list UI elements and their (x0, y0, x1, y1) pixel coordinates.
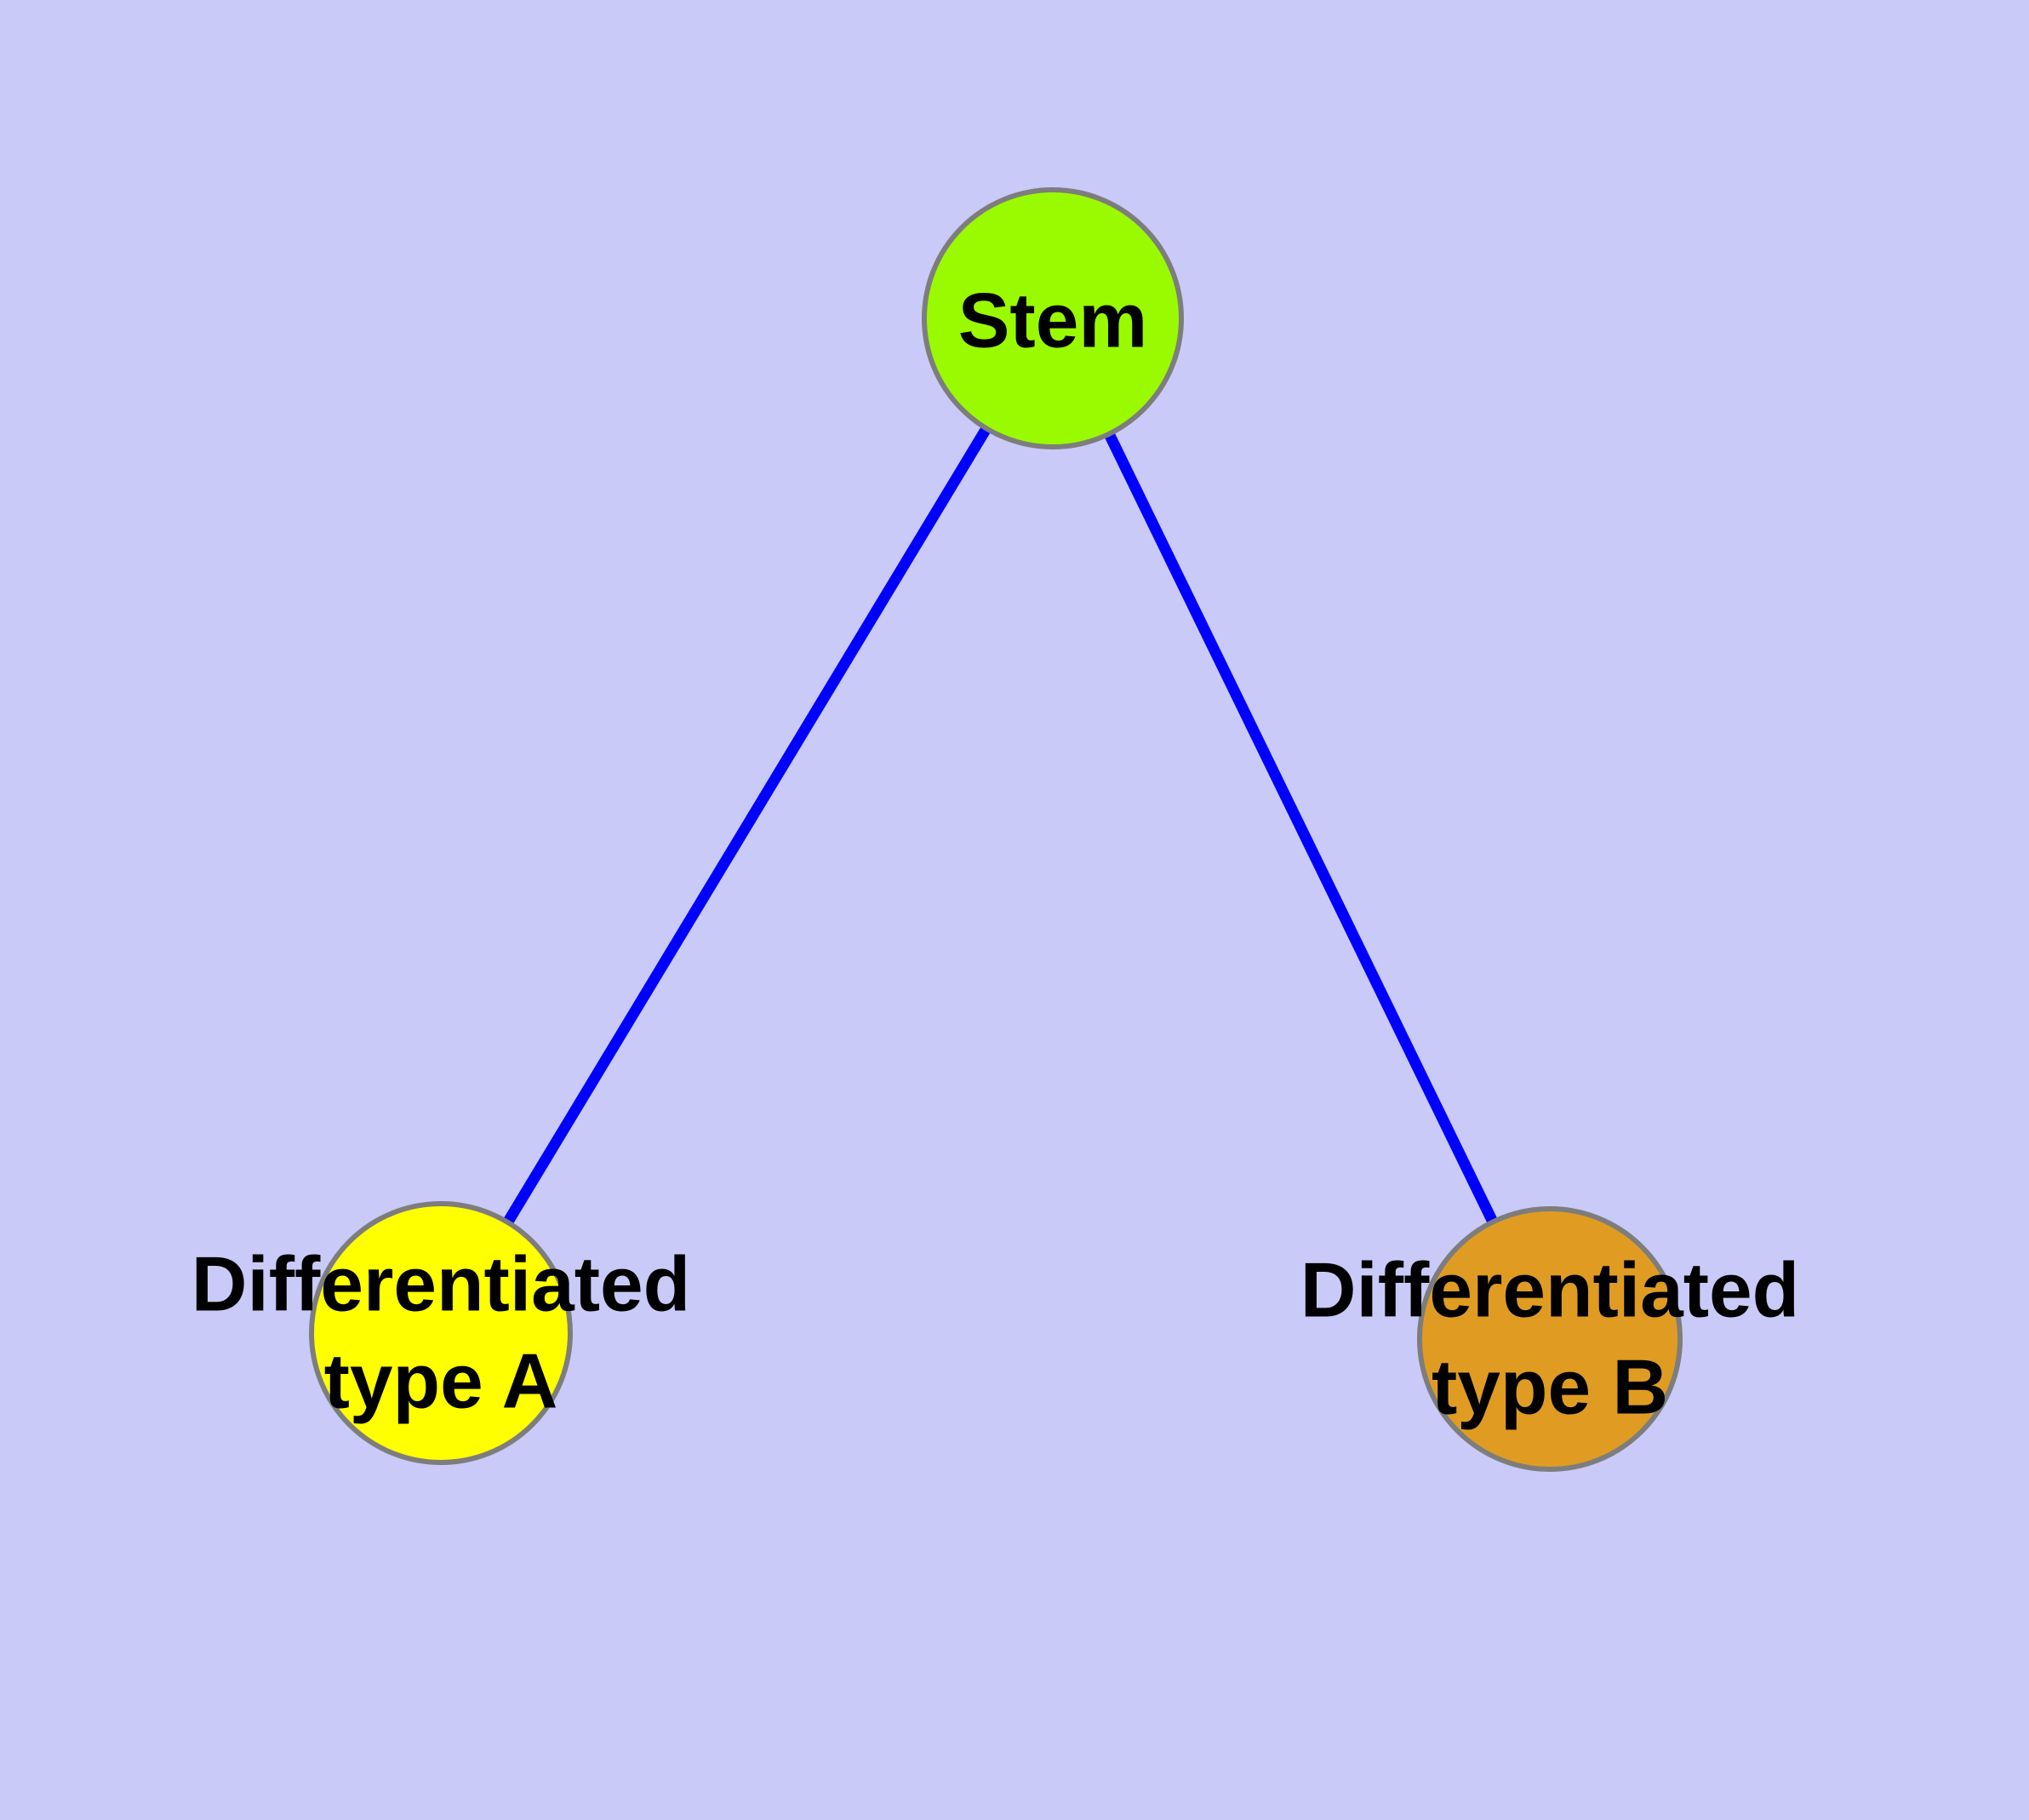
node-differentiated-type-b-circle (1417, 1206, 1683, 1472)
node-differentiated-type-b-label-line2: type B (1432, 1345, 1668, 1431)
node-stem-label: Stem (958, 278, 1148, 364)
node-differentiated-type-b-label-line1: Differentiated (1300, 1248, 1800, 1334)
node-differentiated-type-a-circle (309, 1201, 573, 1465)
edge-stem-to-type-b (1048, 316, 1555, 1342)
edge-stem-to-type-a (436, 315, 1058, 1336)
node-stem-circle (922, 187, 1184, 449)
node-differentiated-type-a-label-line1: Differentiated (191, 1242, 691, 1328)
node-differentiated-type-a-label-line2: type A (324, 1339, 558, 1425)
